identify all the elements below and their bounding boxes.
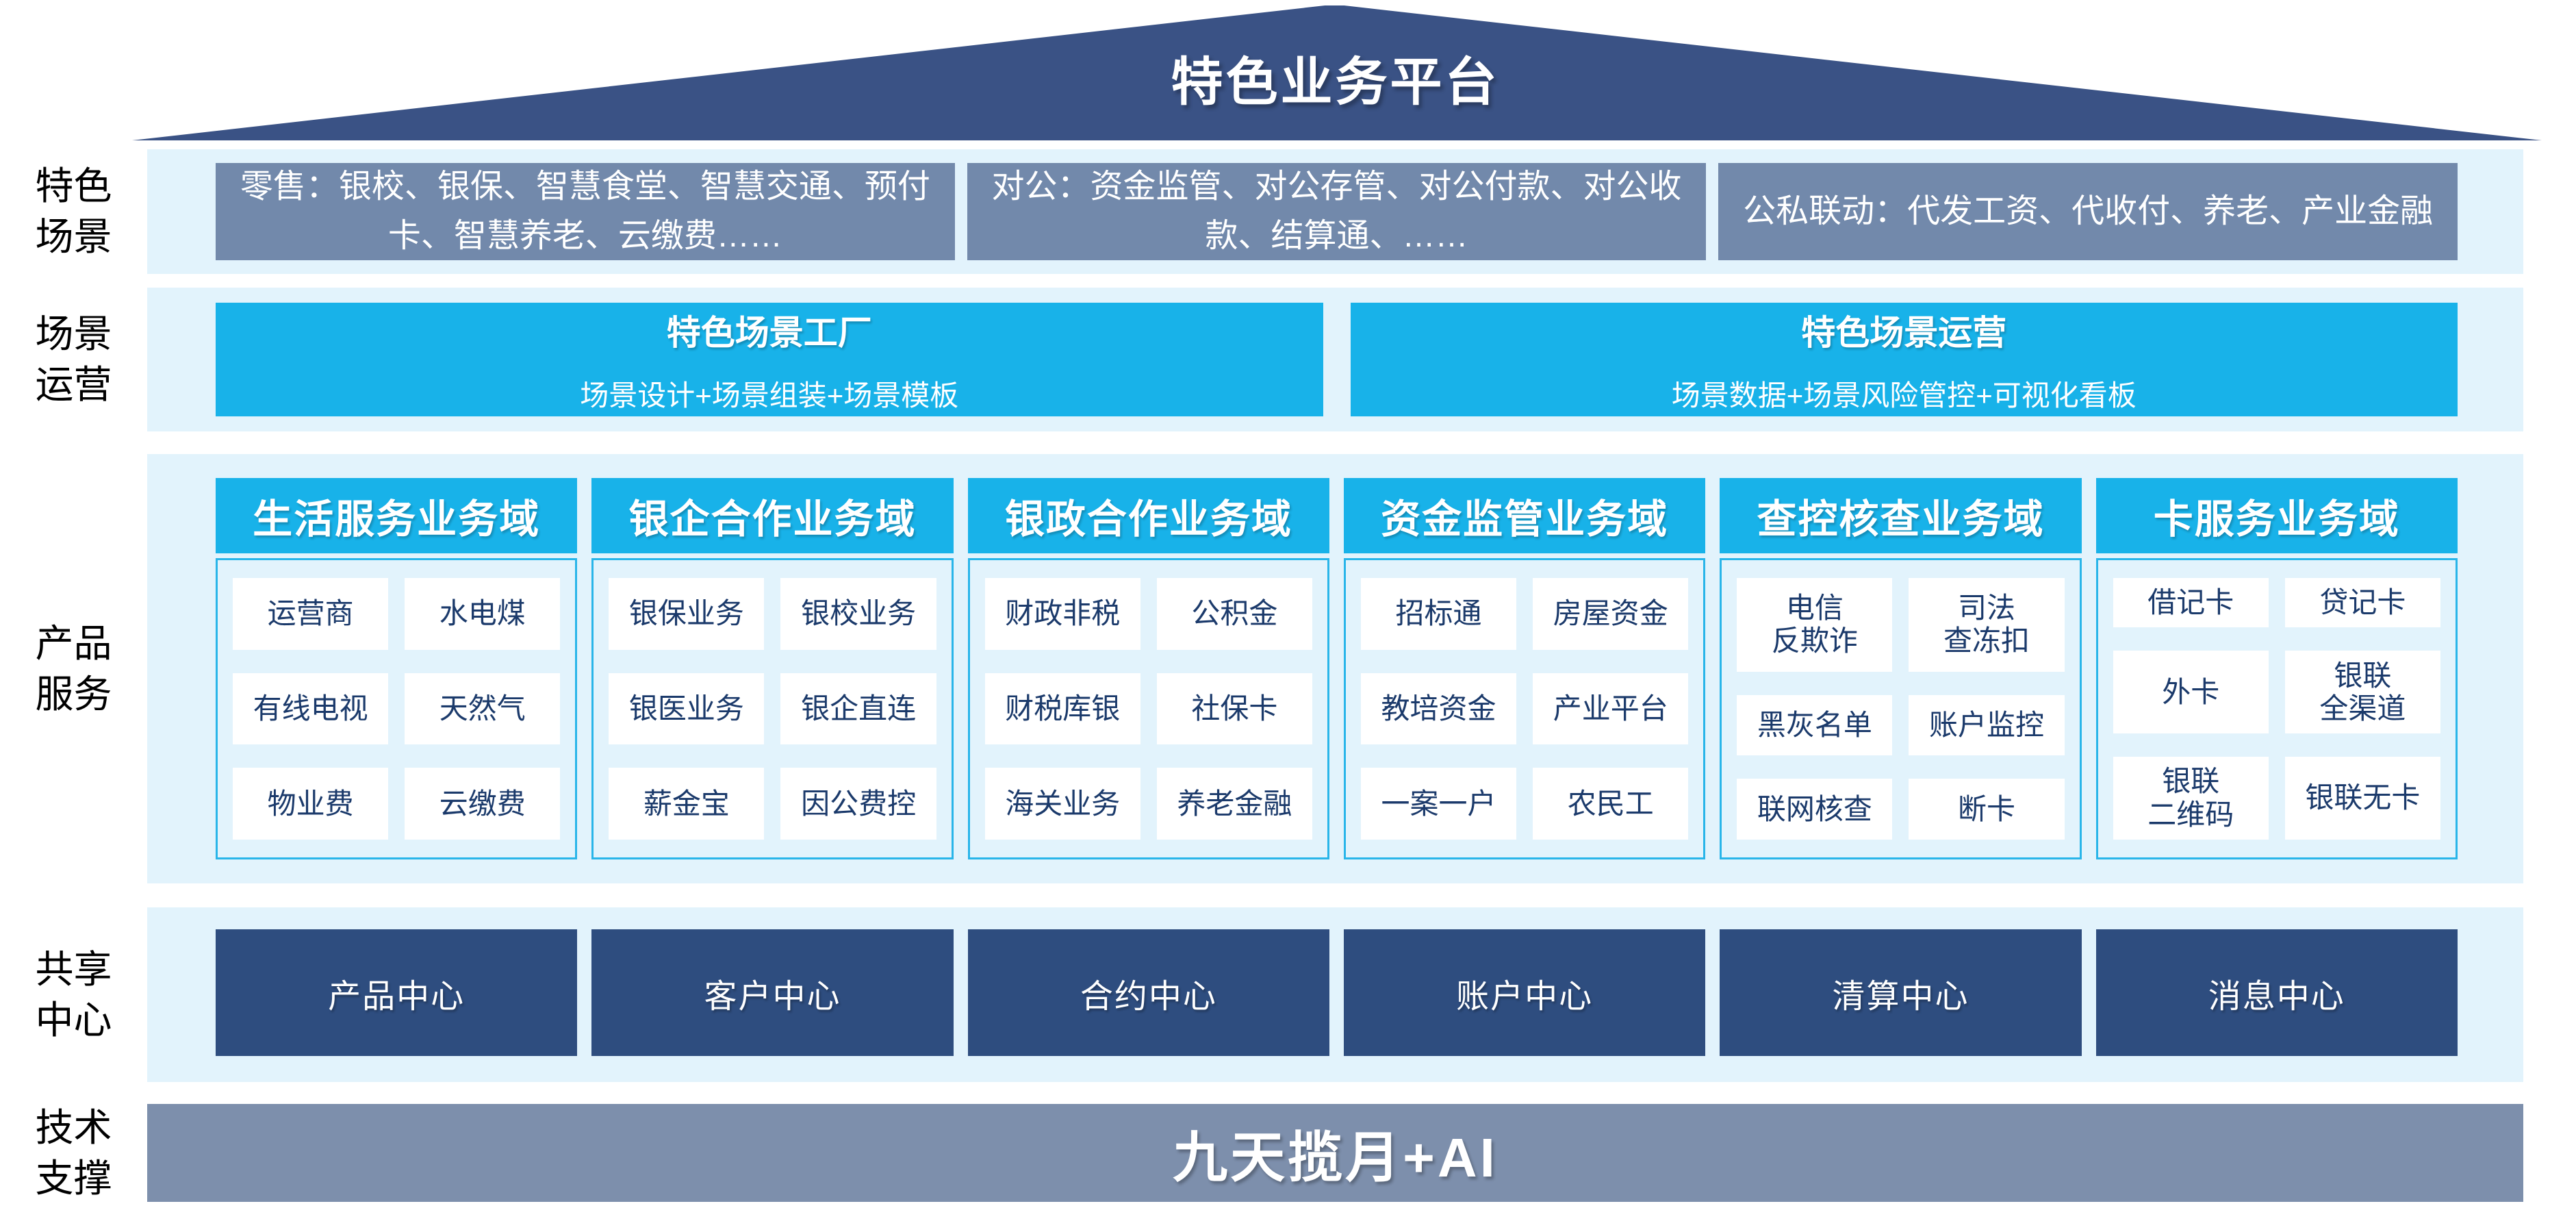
side-label-scenarios: 特色 场景 <box>35 164 112 258</box>
product-cell: 司法 查冻扣 <box>1909 578 2065 672</box>
side-label-tech-support: 技术 支撑 <box>35 1105 112 1200</box>
product-cell: 薪金宝 <box>609 768 765 840</box>
product-cell: 财税库银 <box>984 672 1140 745</box>
scenario-box-corporate: 对公：资金监管、对公存管、对公付款、对公收款、结算通、…… <box>967 163 1707 260</box>
operation-box-scene-operation: 特色场景运营 场景数据+场景风险管控+可视化看板 <box>1350 303 2458 416</box>
operation-box-subtitle: 场景设计+场景组装+场景模板 <box>580 379 959 412</box>
product-column-card-services: 卡服务业务域 借记卡 贷记卡 外卡 银联 全渠道 银联 二维码 银联无卡 <box>2095 478 2458 859</box>
operation-band: 特色场景工厂 场景设计+场景组装+场景模板 特色场景运营 场景数据+场景风险管控… <box>147 288 2523 431</box>
shared-center-contract: 合约中心 <box>967 929 1329 1056</box>
tech-support-bar: 九天揽月+AI <box>147 1104 2523 1202</box>
product-cell: 养老金融 <box>1156 768 1312 840</box>
side-label-products: 产品 服务 <box>35 621 112 716</box>
product-cell: 电信 反欺诈 <box>1737 578 1893 672</box>
page-title: 特色业务平台 <box>1171 53 1500 112</box>
product-cell: 贷记卡 <box>2284 578 2440 628</box>
product-cell: 招标通 <box>1360 578 1517 650</box>
operation-box-scene-factory: 特色场景工厂 场景设计+场景组装+场景模板 <box>216 303 1323 416</box>
product-cell: 银联 全渠道 <box>2284 651 2440 734</box>
operation-box-title: 特色场景运营 <box>1801 313 2007 352</box>
product-column-header: 资金监管业务域 <box>1343 478 1706 553</box>
side-label-shared-centers: 共享 中心 <box>35 947 112 1042</box>
product-cell: 银联无卡 <box>2284 757 2440 840</box>
shared-center-message: 消息中心 <box>2095 929 2458 1056</box>
shared-center-clearing: 清算中心 <box>1720 929 2082 1056</box>
product-column-body: 财政非税 公积金 财税库银 社保卡 海关业务 养老金融 <box>967 558 1329 859</box>
product-cell: 银校业务 <box>780 578 936 650</box>
shared-center-product: 产品中心 <box>216 929 578 1056</box>
product-cell: 断卡 <box>1909 779 2065 840</box>
product-cell: 一案一户 <box>1360 768 1517 840</box>
product-column-header: 银政合作业务域 <box>967 478 1329 553</box>
product-cell: 物业费 <box>233 768 389 840</box>
scenario-box-public-private: 公私联动：代发工资、代收付、养老、产业金融 <box>1718 163 2458 260</box>
product-cell: 农民工 <box>1533 768 1689 840</box>
product-column-header: 银企合作业务域 <box>591 478 954 553</box>
product-column-life-services: 生活服务业务域 运营商 水电煤 有线电视 天然气 物业费 云缴费 <box>216 478 578 859</box>
product-cell: 运营商 <box>233 578 389 650</box>
product-column-body: 电信 反欺诈 司法 查冻扣 黑灰名单 账户监控 联网核查 断卡 <box>1720 558 2082 859</box>
product-cell: 财政非税 <box>984 578 1140 650</box>
product-cell: 外卡 <box>2113 651 2269 734</box>
product-cell: 天然气 <box>405 672 561 745</box>
shared-center-customer: 客户中心 <box>591 929 954 1056</box>
product-cell: 社保卡 <box>1156 672 1312 745</box>
product-cell: 借记卡 <box>2113 578 2269 628</box>
product-cell: 黑灰名单 <box>1737 694 1893 756</box>
product-cell: 有线电视 <box>233 672 389 745</box>
product-column-bank-government: 银政合作业务域 财政非税 公积金 财税库银 社保卡 海关业务 养老金融 <box>967 478 1329 859</box>
product-column-fund-supervision: 资金监管业务域 招标通 房屋资金 教培资金 产业平台 一案一户 农民工 <box>1343 478 1706 859</box>
product-column-bank-enterprise: 银企合作业务域 银保业务 银校业务 银医业务 银企直连 薪金宝 因公费控 <box>591 478 954 859</box>
product-cell: 账户监控 <box>1909 694 2065 756</box>
product-column-body: 借记卡 贷记卡 外卡 银联 全渠道 银联 二维码 银联无卡 <box>2095 558 2458 859</box>
product-cell: 房屋资金 <box>1533 578 1689 650</box>
shared-center-band: 产品中心 客户中心 合约中心 账户中心 清算中心 消息中心 <box>147 907 2523 1082</box>
product-column-inquiry-control: 查控核查业务域 电信 反欺诈 司法 查冻扣 黑灰名单 账户监控 联网核查 断卡 <box>1720 478 2082 859</box>
product-cell: 银联 二维码 <box>2113 757 2269 840</box>
product-column-body: 招标通 房屋资金 教培资金 产业平台 一案一户 农民工 <box>1343 558 1706 859</box>
product-column-body: 运营商 水电煤 有线电视 天然气 物业费 云缴费 <box>216 558 578 859</box>
operation-box-subtitle: 场景数据+场景风险管控+可视化看板 <box>1671 379 2137 412</box>
product-cell: 产业平台 <box>1533 672 1689 745</box>
product-cell: 银企直连 <box>780 672 936 745</box>
product-column-header: 查控核查业务域 <box>1720 478 2082 553</box>
side-label-operations: 场景 运营 <box>35 312 112 406</box>
product-cell: 联网核查 <box>1737 779 1893 840</box>
product-cell: 海关业务 <box>984 768 1140 840</box>
product-cell: 银医业务 <box>609 672 765 745</box>
product-column-header: 卡服务业务域 <box>2095 478 2458 553</box>
scenario-band: 零售：银校、银保、智慧食堂、智慧交通、预付卡、智慧养老、云缴费…… 对公：资金监… <box>147 149 2523 274</box>
operation-box-title: 特色场景工厂 <box>666 313 872 352</box>
product-cell: 因公费控 <box>780 768 936 840</box>
product-band: 生活服务业务域 运营商 水电煤 有线电视 天然气 物业费 云缴费 银企合作业务域… <box>147 454 2523 883</box>
product-column-header: 生活服务业务域 <box>216 478 578 553</box>
product-cell: 公积金 <box>1156 578 1312 650</box>
product-cell: 银保业务 <box>609 578 765 650</box>
product-column-body: 银保业务 银校业务 银医业务 银企直连 薪金宝 因公费控 <box>591 558 954 859</box>
scenario-box-retail: 零售：银校、银保、智慧食堂、智慧交通、预付卡、智慧养老、云缴费…… <box>216 163 955 260</box>
product-cell: 云缴费 <box>405 768 561 840</box>
product-cell: 水电煤 <box>405 578 561 650</box>
shared-center-account: 账户中心 <box>1343 929 1706 1056</box>
product-cell: 教培资金 <box>1360 672 1517 745</box>
